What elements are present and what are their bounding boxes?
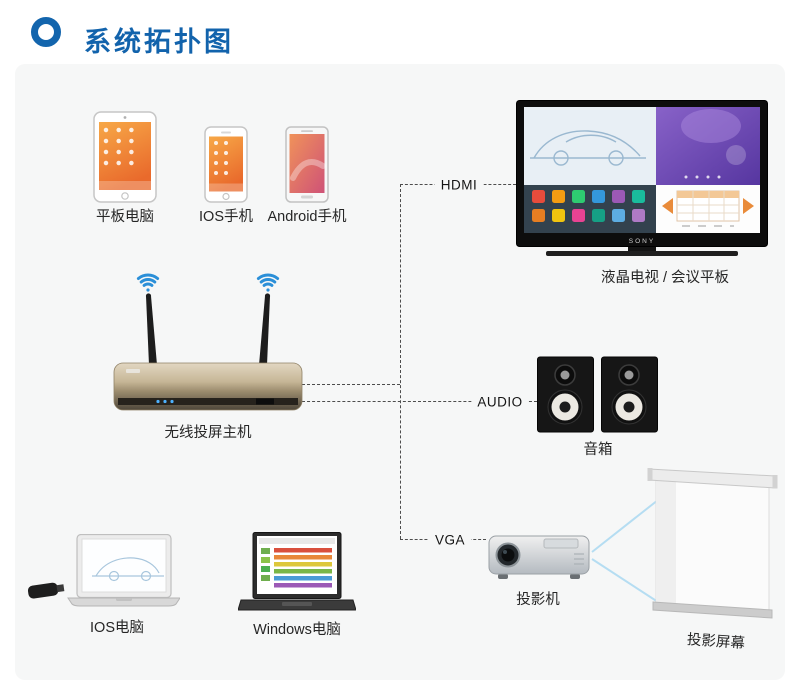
windows-laptop-label: Windows电脑 xyxy=(253,622,341,638)
tv-brand: SONY xyxy=(629,238,655,245)
projector-label: 投影机 xyxy=(516,592,560,608)
projection-screen-illustration xyxy=(647,468,778,619)
host-stub-line xyxy=(302,384,400,385)
antenna xyxy=(146,296,157,365)
tv-illustration: SONY xyxy=(516,100,768,256)
speakers-illustration xyxy=(537,356,658,433)
ios-laptop-label: IOS电脑 xyxy=(90,620,144,636)
hdmi-label: HDMI xyxy=(434,177,484,193)
ios-laptop-illustration xyxy=(28,534,180,607)
android-phone-illustration xyxy=(285,126,329,203)
audio-line xyxy=(302,401,537,402)
ios-phone-label: IOS手机 xyxy=(199,209,253,225)
host-label: 无线投屏主机 xyxy=(164,425,252,441)
page-title: 系统拓扑图 xyxy=(84,27,234,57)
trunk-line xyxy=(400,184,401,539)
ios-phone-illustration xyxy=(204,126,248,203)
tv-label: 液晶电视 / 会议平板 xyxy=(600,270,730,286)
speakers-label: 音箱 xyxy=(583,442,613,458)
tablet-label: 平板电脑 xyxy=(96,209,154,225)
audio-label: AUDIO xyxy=(471,394,529,410)
usb-dongle xyxy=(28,582,65,599)
android-phone-label: Android手机 xyxy=(267,209,347,225)
wifi-icon xyxy=(136,273,160,292)
tablet-illustration xyxy=(93,111,157,203)
windows-laptop-illustration xyxy=(238,532,356,611)
bullet-ring-icon xyxy=(31,17,61,47)
projection-beams xyxy=(591,499,659,603)
wifi-icon xyxy=(256,273,280,292)
projection-screen-label: 投影屏幕 xyxy=(686,631,746,652)
antenna xyxy=(259,296,270,365)
vga-label: VGA xyxy=(428,532,472,548)
projector-illustration xyxy=(488,535,590,579)
host-illustration xyxy=(113,273,303,411)
